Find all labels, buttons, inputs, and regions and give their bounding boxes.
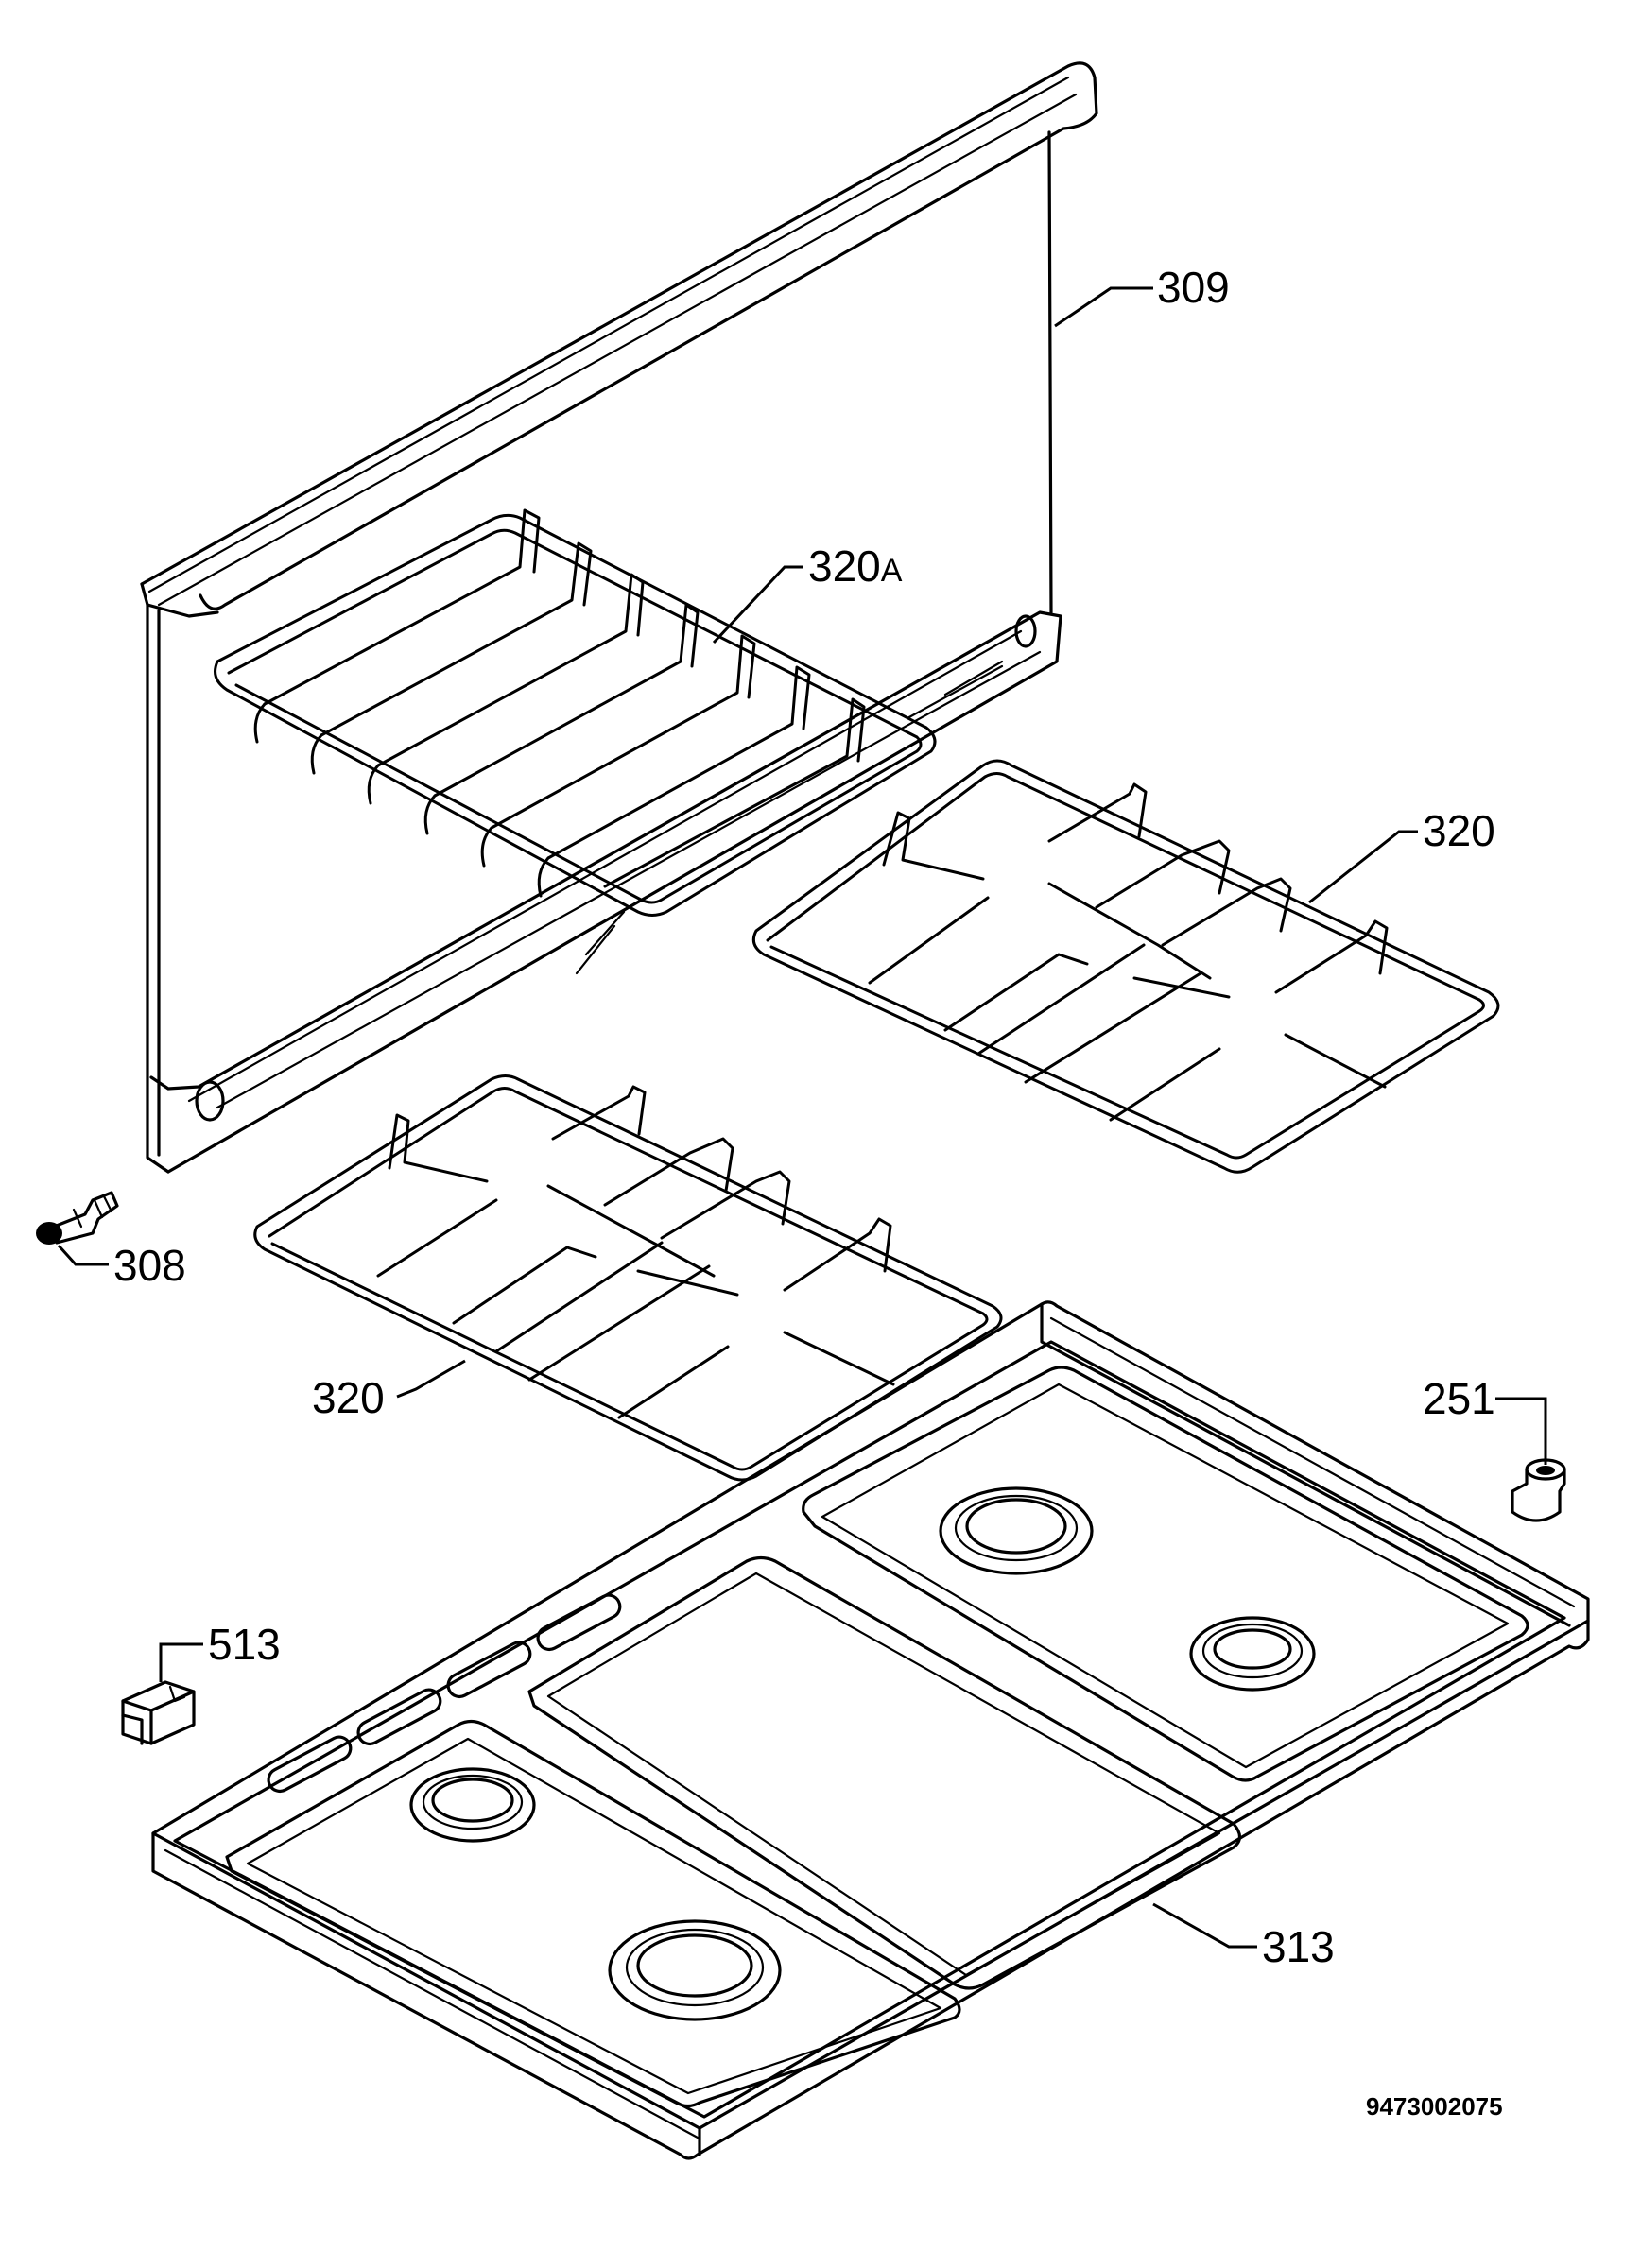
callout-320a: 320A	[808, 541, 903, 591]
callout-labels: 309 320A 320 320 308 251 513 313	[113, 263, 1495, 1971]
part-251-knob	[1511, 1458, 1566, 1522]
part-513-clip	[121, 1680, 196, 1745]
part-309-glass-lid	[140, 61, 1098, 1174]
burner-front-left-large	[608, 1919, 782, 2021]
part-320-left-wire-grid	[253, 1074, 1003, 1482]
part-320-right-wire-grid	[751, 759, 1500, 1174]
callout-513: 513	[208, 1620, 281, 1669]
callout-309: 309	[1157, 263, 1230, 312]
burner-front-left-small	[409, 1767, 536, 1843]
part-308-screw	[36, 1191, 119, 1245]
callout-313: 313	[1262, 1922, 1335, 1971]
callout-320a-number: 320	[808, 541, 881, 591]
part-320a-wire-grid	[214, 508, 937, 917]
callout-320-left: 320	[312, 1373, 385, 1422]
burner-rear-right-small	[1189, 1616, 1316, 1692]
document-number: 9473002075	[1366, 2092, 1503, 2121]
callout-320a-suffix: A	[881, 553, 903, 589]
burner-rear-right-large	[939, 1486, 1094, 1575]
leader-lines	[57, 286, 1547, 1949]
callout-251: 251	[1423, 1374, 1495, 1423]
part-313-hob-plate	[151, 1300, 1590, 2160]
callout-320-right: 320	[1423, 806, 1495, 855]
callout-308: 308	[113, 1241, 186, 1290]
